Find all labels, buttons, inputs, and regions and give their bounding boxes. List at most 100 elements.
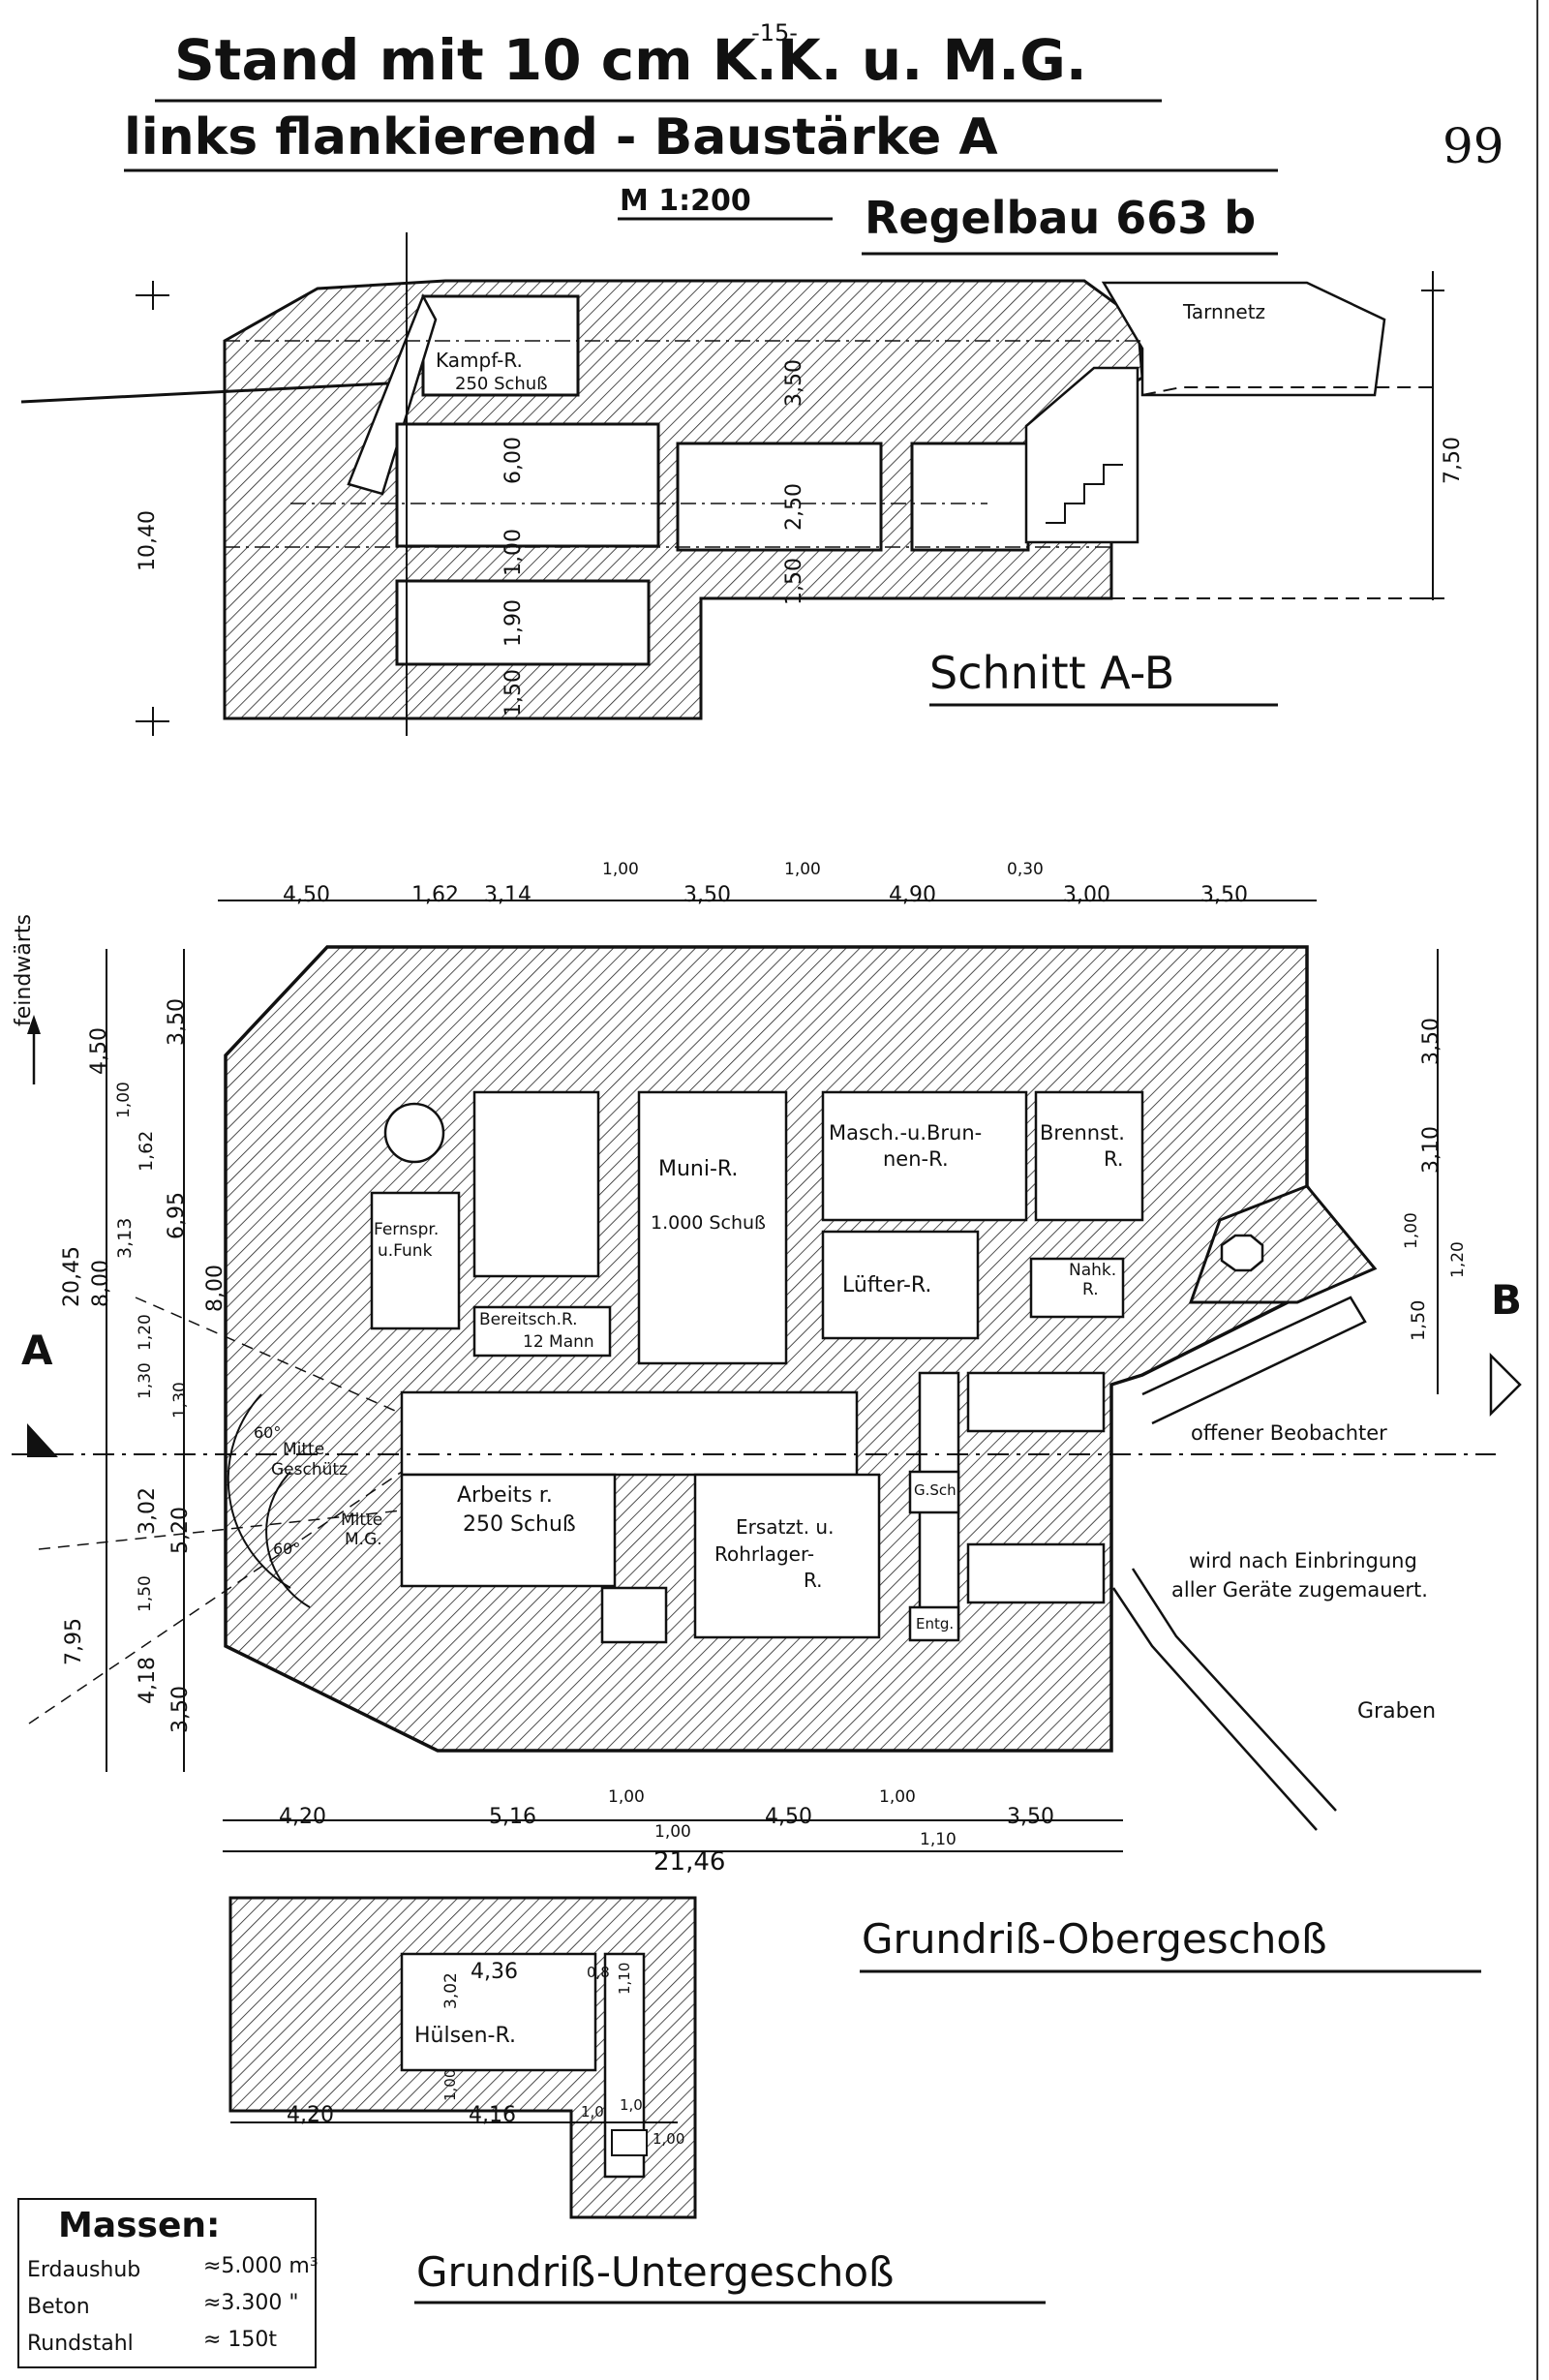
lower-dim: 1,0 (581, 2103, 604, 2121)
mitte-mg: M.G. (345, 1530, 382, 1549)
massen-row-label: Rundstahl (27, 2332, 134, 2356)
lower-dim: 4,16 (469, 2103, 516, 2127)
left-dim: 1,30 (136, 1362, 155, 1399)
left-dim: 5,20 (168, 1507, 193, 1554)
regelbau-label: Regelbau 663 b (865, 192, 1257, 244)
massen-row-value: ≈3.300 " (203, 2291, 299, 2315)
room-brennst: Brennst. (1040, 1121, 1125, 1144)
section-dim: 2,50 (782, 483, 806, 531)
lower-floor-title: Grundriß-Untergeschoß (416, 2248, 895, 2296)
marker-b: B (1491, 1276, 1523, 1324)
right-dim: 3,50 (1419, 1018, 1443, 1065)
section-dim: 1,50 (501, 669, 526, 717)
section-dim: 3,50 (782, 359, 806, 407)
section-dim: 10,40 (136, 510, 160, 571)
lower-dim: 1,0 (620, 2096, 643, 2114)
room-bereitsch: 12 Mann (523, 1332, 594, 1352)
room-muni: 1.000 Schuß (651, 1212, 766, 1234)
bottom-dim: 4,20 (279, 1805, 326, 1829)
massen-title: Massen: (58, 2206, 221, 2245)
angle-label: 60° (273, 1540, 301, 1558)
tarnnetz-label: Tarnnetz (1183, 300, 1266, 323)
room-ersatz: Ersatzt. u. (736, 1515, 835, 1539)
left-dim: 4,50 (87, 1027, 111, 1075)
top-dim: 3,50 (1200, 883, 1248, 907)
scale-label: M 1:200 (620, 184, 751, 218)
left-dim: 3,13 (114, 1217, 136, 1259)
left-dim: 1,62 (136, 1130, 157, 1172)
section-dim: 7,50 (1441, 437, 1465, 484)
left-dim: 3,50 (168, 1686, 193, 1733)
section-dim: 1,50 (782, 558, 806, 605)
top-dim: 4,90 (889, 883, 936, 907)
bottom-dim: 1,10 (920, 1830, 957, 1849)
title-line-2: links flankierend - Baustärke A (124, 108, 998, 167)
title-line-1: Stand mit 10 cm K.K. u. M.G. (174, 27, 1087, 93)
top-dim: 3,50 (683, 883, 731, 907)
left-dim: 1,50 (136, 1575, 155, 1612)
massen-row-label: Beton (27, 2295, 90, 2319)
bottom-dim: 1,00 (654, 1822, 691, 1842)
room-ersatz: R. (804, 1569, 823, 1592)
lower-dim: 1,00 (441, 2068, 459, 2101)
top-dim: 1,00 (602, 860, 639, 879)
top-dim: 3,00 (1063, 883, 1110, 907)
left-dim: 1,20 (136, 1314, 155, 1351)
left-dim: 8,00 (203, 1265, 228, 1312)
kampf-room-label: Kampf-R. (436, 349, 523, 372)
room-luefter: Lüfter-R. (842, 1273, 932, 1297)
total-width: 21,46 (653, 1847, 726, 1877)
bottom-dim: 4,50 (765, 1805, 812, 1829)
section-dim: 1,00 (501, 529, 526, 576)
right-dim: 3,10 (1419, 1126, 1443, 1174)
note-zugemauert: aller Geräte zugemauert. (1171, 1578, 1428, 1602)
left-dim: 4,18 (136, 1657, 160, 1704)
page-number: -15- (751, 19, 798, 46)
upper-floor-title: Grundriß-Obergeschoß (862, 1915, 1327, 1963)
mitte-geschuetz: Mitte (283, 1440, 325, 1459)
mitte-mg: Mitte (341, 1510, 383, 1530)
lower-dim: 4,36 (471, 1960, 518, 1984)
room-fernsp: u.Funk (378, 1241, 433, 1261)
right-dim: 1,20 (1448, 1241, 1468, 1278)
mitte-geschuetz: Geschütz (271, 1460, 348, 1480)
lower-dim: 1,00 (653, 2130, 685, 2148)
left-dim: 3,02 (136, 1487, 160, 1535)
note-graben: Graben (1357, 1699, 1437, 1724)
room-entg: Entg. (916, 1615, 955, 1632)
bottom-dim: 3,50 (1007, 1805, 1054, 1829)
top-dim: 1,62 (411, 883, 459, 907)
room-masch: nen-R. (883, 1147, 949, 1171)
sheet-number: 99 (1443, 118, 1504, 174)
top-dim: 1,00 (784, 860, 821, 879)
room-gsch: G.Sch (914, 1481, 957, 1499)
orientation-label: feindwärts (12, 914, 36, 1026)
section-a-b-drawing (20, 232, 1444, 736)
bottom-dim: 5,16 (489, 1805, 536, 1829)
lower-dim: 4,20 (287, 2103, 334, 2127)
section-title: Schnitt A-B (929, 647, 1175, 699)
massen-row-value: ≈ 150t (203, 2328, 278, 2352)
top-dim: 3,14 (484, 883, 532, 907)
massen-row-label: Erdaushub (27, 2258, 141, 2282)
lower-dim: 1,10 (616, 1962, 633, 1995)
bottom-dim: 1,00 (608, 1787, 645, 1807)
left-dim: 1,30 (170, 1382, 190, 1419)
room-brennst: R. (1104, 1147, 1124, 1171)
room-bereitsch: Bereitsch.R. (479, 1310, 578, 1329)
upper-floor-plan (12, 900, 1522, 1852)
marker-a: A (21, 1327, 53, 1374)
lower-floor-plan (228, 1896, 697, 2219)
room-arbeits: 250 Schuß (463, 1512, 576, 1537)
bottom-dim: 1,00 (879, 1787, 916, 1807)
massen-row-value: ≈5.000 m³ (203, 2254, 319, 2278)
room-nahk: Nahk. (1069, 1261, 1117, 1280)
room-fernsp: Fernspr. (374, 1220, 440, 1239)
left-dim: 20,45 (60, 1246, 84, 1307)
room-masch: Masch.-u.Brun- (829, 1121, 983, 1144)
right-dim: 1,00 (1402, 1212, 1421, 1249)
left-dim: 1,00 (114, 1082, 134, 1118)
room-muni: Muni-R. (658, 1157, 739, 1181)
section-dim: 1,90 (501, 599, 526, 647)
